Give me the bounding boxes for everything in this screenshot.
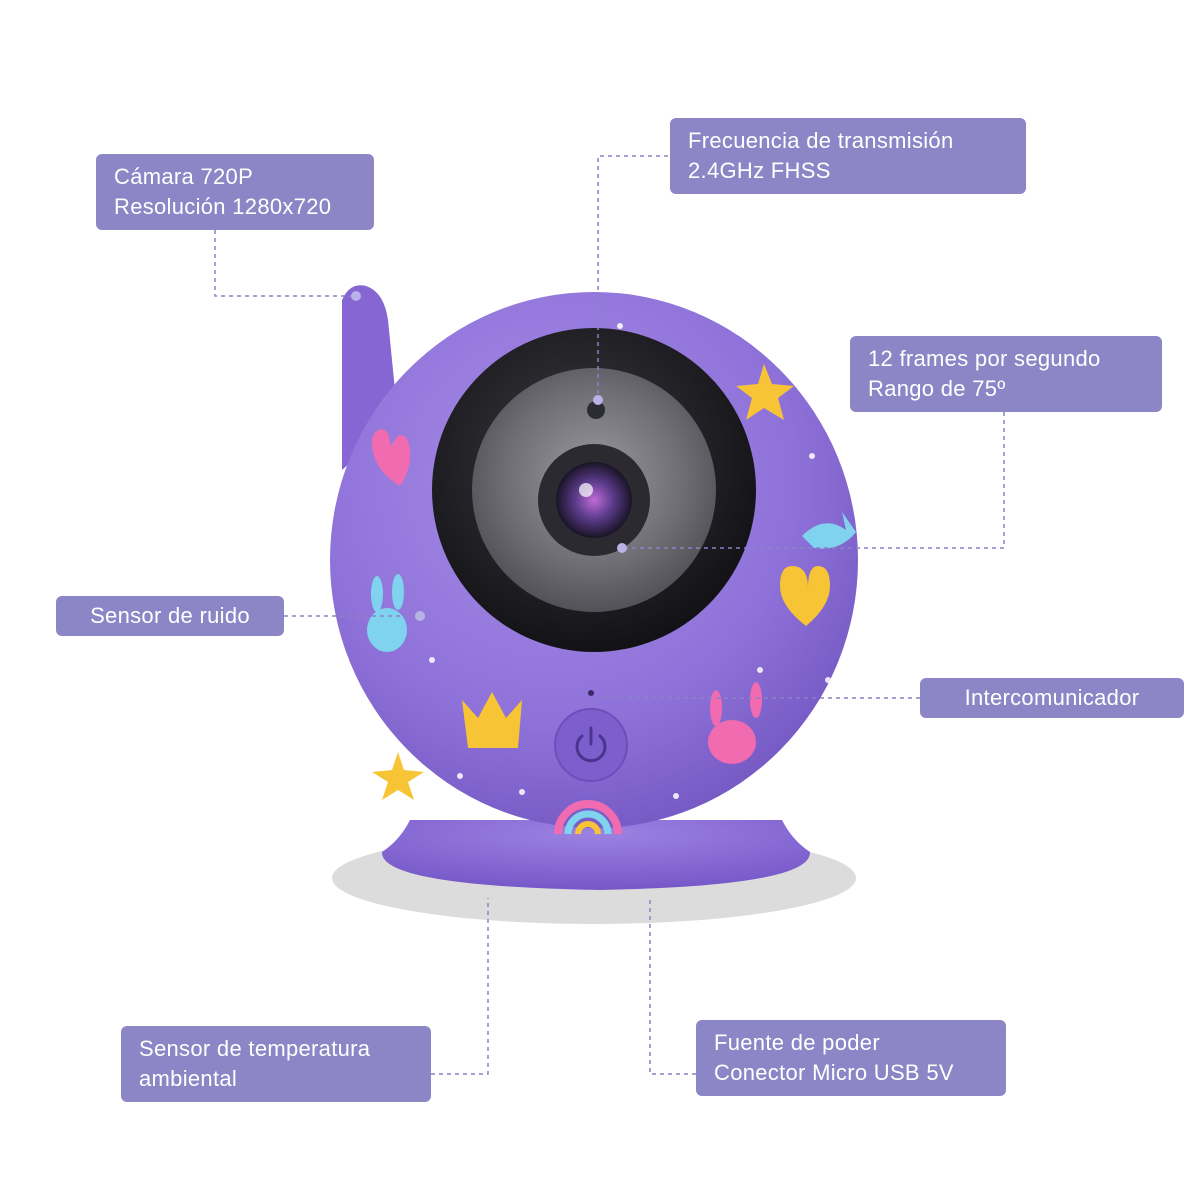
- heart-sticker: [780, 566, 830, 626]
- fish-sticker: [802, 512, 856, 549]
- power-icon: [575, 726, 607, 763]
- callout-camera-line2: Resolución 1280x720: [114, 194, 332, 219]
- callout-noise-sensor: Sensor de ruido: [56, 596, 284, 636]
- callout-frequency-line2: 2.4GHz FHSS: [688, 158, 831, 183]
- callout-power-supply: Fuente de poder Conector Micro USB 5V: [696, 1020, 1006, 1096]
- callout-frequency-line1: Frecuencia de transmisión: [688, 128, 954, 153]
- callout-camera-line1: Cámara 720P: [114, 164, 254, 189]
- camera-base: [381, 820, 811, 890]
- callout-intercom-line1: Intercomunicador: [964, 685, 1140, 710]
- crown-sticker: [462, 692, 522, 748]
- bunny-sticker-pink: [708, 682, 762, 764]
- star-sticker: [736, 364, 794, 420]
- heart-sticker-pink: [371, 429, 411, 486]
- leader-lines: [214, 155, 1005, 1075]
- bunny-sticker-blue: [367, 574, 407, 652]
- callout-frames: 12 frames por segundo Rango de 75º: [850, 336, 1162, 412]
- callout-camera: Cámara 720P Resolución 1280x720: [96, 154, 374, 230]
- lens-glass: [556, 462, 632, 538]
- callout-power-line1: Fuente de poder: [714, 1030, 880, 1055]
- callout-power-line2: Conector Micro USB 5V: [714, 1060, 954, 1085]
- callout-temperature-line2: ambiental: [139, 1066, 238, 1091]
- callout-frames-line1: 12 frames por segundo: [868, 346, 1101, 371]
- callout-noise-line1: Sensor de ruido: [90, 603, 250, 628]
- callout-intercom: Intercomunicador: [920, 678, 1184, 718]
- callout-temperature-line1: Sensor de temperatura: [139, 1036, 371, 1061]
- microphone-hole: [588, 690, 594, 696]
- callout-temperature-sensor: Sensor de temperatura ambiental: [121, 1026, 431, 1102]
- callout-frequency: Frecuencia de transmisión 2.4GHz FHSS: [670, 118, 1026, 194]
- rainbow-sticker: [554, 800, 622, 835]
- ir-sensor: [587, 401, 605, 419]
- star-sticker-small: [372, 752, 424, 800]
- callout-frames-line2: Rango de 75º: [868, 376, 1006, 401]
